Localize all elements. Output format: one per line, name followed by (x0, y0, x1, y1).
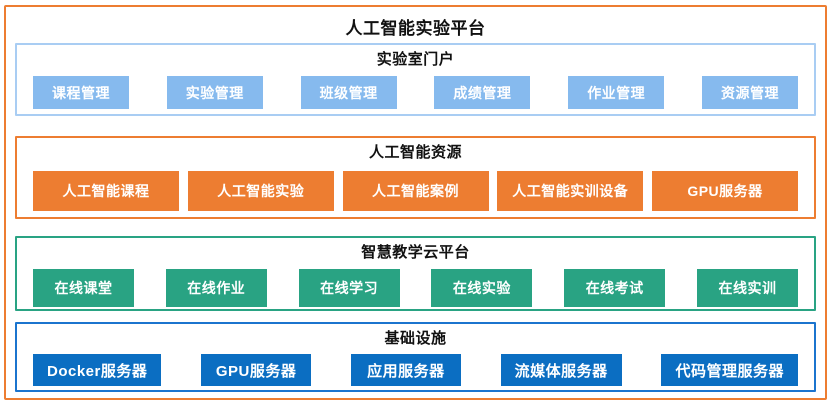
module-block: Docker服务器 (33, 354, 162, 386)
section-items-row-portal: 课程管理 实验管理 班级管理 成绩管理 作业管理 资源管理 (17, 76, 814, 109)
page-title: 人工智能实验平台 (345, 19, 486, 38)
module-block: 在线作业 (165, 269, 267, 307)
module-block: 人工智能实验 (187, 171, 334, 211)
module-block: 资源管理 (701, 76, 798, 109)
module-block: 实验管理 (166, 76, 263, 109)
section-items-row-infrastructure: Docker服务器 GPU服务器 应用服务器 流媒体服务器 代码管理服务器 (17, 354, 814, 386)
section-title-portal: 实验室门户 (376, 51, 455, 68)
module-block: 课程管理 (33, 76, 129, 109)
module-block: 在线考试 (564, 269, 666, 307)
section-infrastructure: 基础设施 Docker服务器 GPU服务器 应用服务器 流媒体服务器 代码管理服务器 (15, 322, 816, 392)
section-title-ai-resources: 人工智能资源 (368, 144, 462, 161)
section-title-smart-teaching-cloud: 智慧教学云平台 (361, 244, 470, 261)
module-block: 在线课堂 (33, 269, 134, 307)
module-block: 在线学习 (298, 269, 400, 307)
module-block: 人工智能案例 (342, 171, 489, 211)
section-smart-teaching-cloud: 智慧教学云平台 在线课堂在线作业在线学习在线实验在线考试在线实训 (15, 236, 816, 311)
module-block: 人工智能课程 (33, 171, 179, 211)
module-block: 班级管理 (300, 76, 397, 109)
sections-container: 实验室门户 课程管理 实验管理 班级管理 成绩管理 作业管理 资源管理 人工智能资源 人工… (6, 43, 825, 392)
section-items-row-smart-teaching-cloud: 在线课堂在线作业在线学习在线实验在线考试在线实训 (17, 269, 814, 307)
module-block: 在线实验 (431, 269, 533, 307)
module-block: 人工智能实训设备 (497, 171, 644, 211)
module-block: 作业管理 (568, 76, 665, 109)
platform-frame: 人工智能实验平台 实验室门户 课程管理 实验管理 班级管理 成绩管理 作业管理 资源管理 … (4, 5, 827, 400)
module-block: 在线实训 (696, 269, 798, 307)
module-block: GPU服务器 (201, 354, 312, 386)
module-block: 应用服务器 (350, 354, 461, 386)
section-title-infrastructure: 基础设施 (384, 330, 447, 347)
section-portal: 实验室门户 课程管理 实验管理 班级管理 成绩管理 作业管理 资源管理 (15, 43, 816, 116)
module-block: 代码管理服务器 (661, 354, 798, 386)
module-block: GPU服务器 (652, 171, 798, 211)
module-block: 流媒体服务器 (500, 354, 622, 386)
module-block: 成绩管理 (434, 76, 531, 109)
